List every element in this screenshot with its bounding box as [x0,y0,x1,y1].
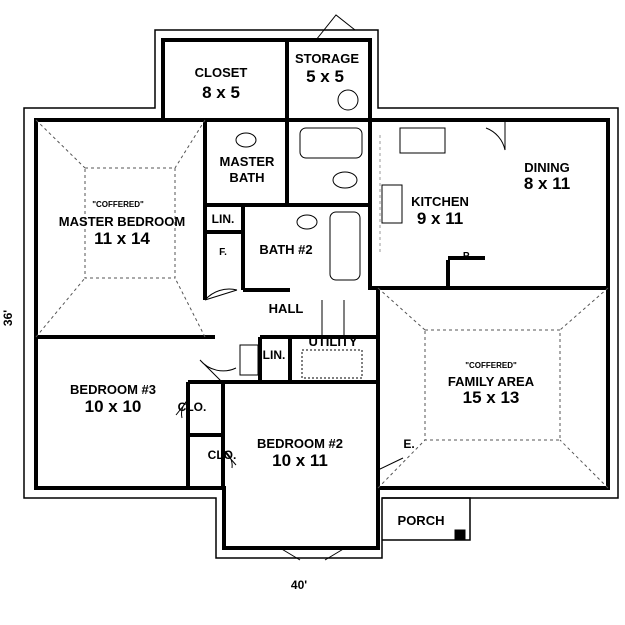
bath2-label: BATH #2 [259,242,313,257]
porch-outline [382,497,471,541]
pantry-label: P. [462,251,472,262]
interior-walls [36,40,608,488]
kitchen-size: 9 x 11 [416,209,464,228]
porch-label: PORCH [397,513,445,528]
storage-size: 5 x 5 [306,67,344,86]
width-dimension: 40' [290,578,308,592]
bedroom3-label: BEDROOM #3 [70,382,156,397]
hall-label: HALL [268,301,304,316]
master-bath-label-line1: MASTER [219,154,275,169]
depth-dimension: 36' [1,309,15,327]
closet-b2-label: CLO. [207,448,237,462]
bedroom2-label: BEDROOM #2 [257,436,343,451]
storage-label: STORAGE [294,51,360,66]
closet-size: 8 x 5 [202,83,240,102]
linen-upper-label: LIN. [211,212,235,226]
family-note: "COFFERED" [465,361,517,370]
bedroom2-size: 10 x 11 [272,451,328,470]
entry-label: E. [403,437,415,451]
fixtures [235,89,466,541]
dining-size: 8 x 11 [523,174,571,193]
closet-b3-label: CLO. [177,400,207,414]
master-bedroom-size: 11 x 14 [94,229,150,248]
f-label: F. [219,247,227,258]
dining-label: DINING [524,160,570,175]
coffered-ceiling-lines [35,119,609,489]
master-bath-label-line2: BATH [229,170,265,185]
family-label: FAMILY AREA [447,374,535,389]
master-bedroom-label: MASTER BEDROOM [58,214,186,229]
bedroom3-size: 10 x 10 [84,397,142,416]
master-bedroom-note: "COFFERED" [92,200,144,209]
door-swings [175,14,506,561]
exterior-walls [23,29,619,559]
linen-lower-label: LIN. [262,348,286,362]
utility-label: UTILITY [308,334,358,349]
family-size: 15 x 13 [462,388,520,407]
kitchen-label: KITCHEN [411,194,469,209]
closet-label: CLOSET [194,65,248,80]
